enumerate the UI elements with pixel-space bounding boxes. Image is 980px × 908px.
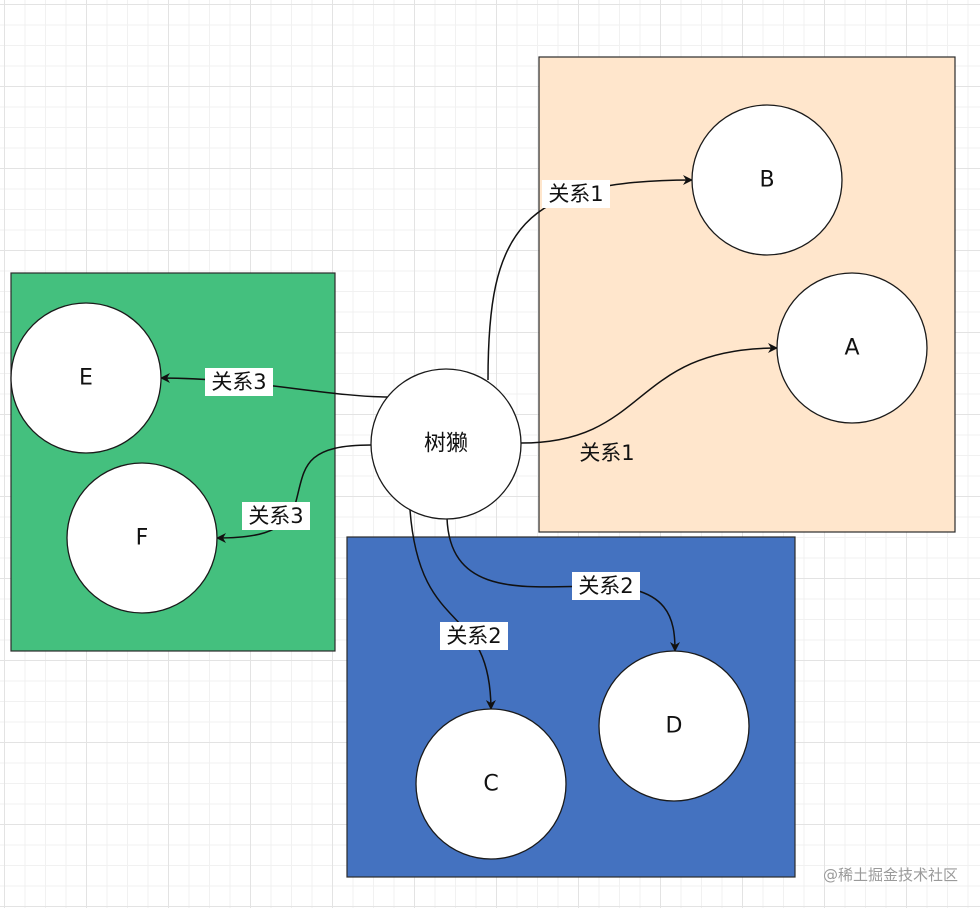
node-d[interactable]: D (598, 650, 750, 802)
edge-label-to-e: 关系3 (205, 368, 273, 396)
edge-label-to-c: 关系2 (440, 622, 508, 650)
edge-label-to-d-text: 关系2 (578, 574, 633, 598)
edge-label-to-d: 关系2 (572, 572, 640, 600)
node-e-label: E (79, 366, 93, 391)
node-e[interactable]: E (10, 302, 162, 454)
watermark-text: @稀土掘金技术社区 (823, 866, 958, 884)
edge-center-to-b[interactable] (487, 175, 693, 381)
edge-label-to-f: 关系3 (242, 502, 310, 530)
edge-center-to-c[interactable] (409, 509, 496, 710)
node-f-label: F (136, 526, 149, 551)
edge-label-to-a-text: 关系1 (579, 441, 634, 465)
node-c[interactable]: C (415, 708, 567, 860)
edge-label-to-c-text: 关系2 (446, 624, 501, 648)
node-c-label: C (483, 772, 498, 797)
node-f[interactable]: F (66, 462, 218, 614)
edge-label-to-b-text: 关系1 (548, 182, 603, 206)
node-center[interactable]: 树獭 (370, 368, 522, 520)
node-b[interactable]: B (691, 104, 843, 256)
edge-center-to-e[interactable] (160, 373, 390, 398)
edge-center-to-a[interactable] (520, 343, 778, 444)
node-a-label: A (844, 336, 859, 361)
edge-label-to-b: 关系1 (542, 180, 610, 208)
edge-label-to-f-text: 关系3 (248, 504, 303, 528)
node-a[interactable]: A (776, 272, 928, 424)
edge-label-to-a: 关系1 (579, 441, 634, 465)
node-b-label: B (759, 168, 774, 193)
node-center-label: 树獭 (424, 432, 468, 457)
node-d-label: D (666, 714, 683, 739)
edge-label-to-e-text: 关系3 (211, 370, 266, 394)
